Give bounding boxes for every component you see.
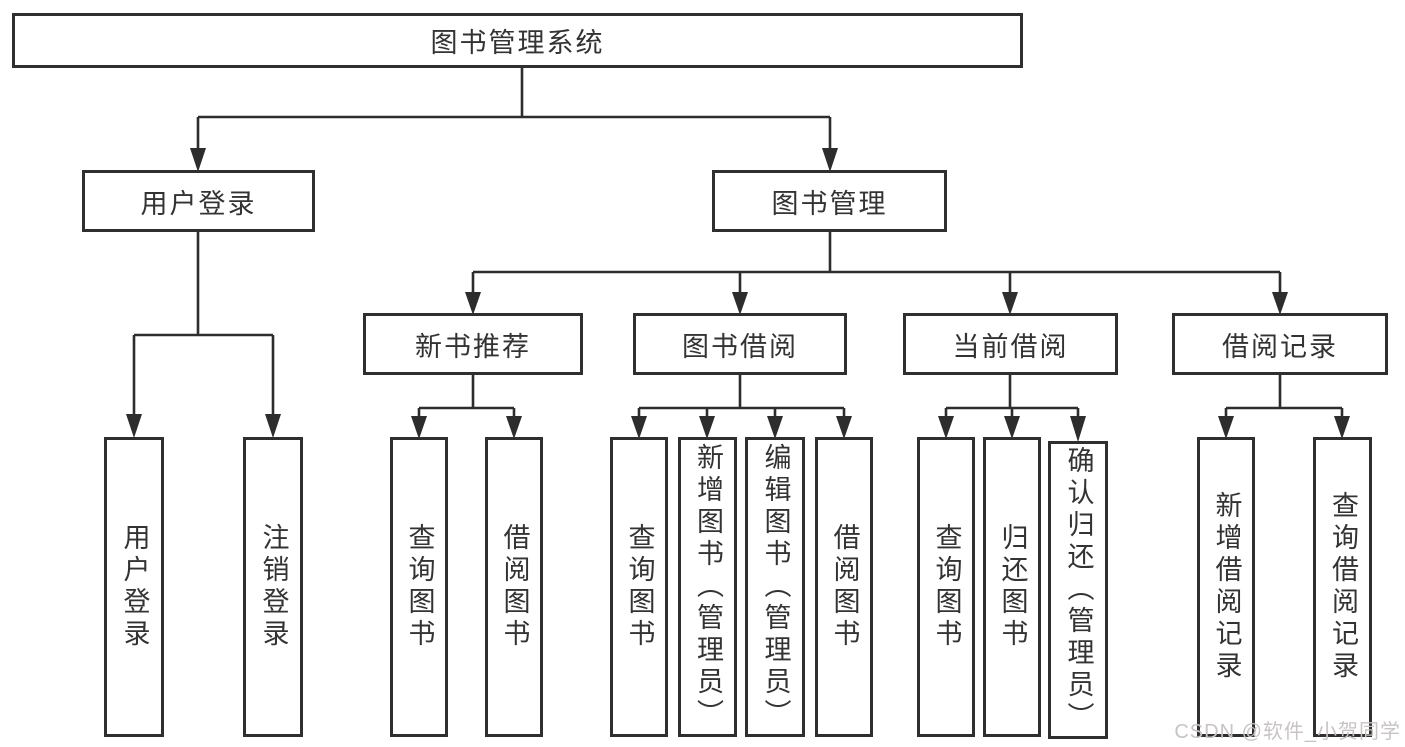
leaf-query-books-current: 查询图书 — [917, 437, 975, 737]
leaf-confirm-return-admin: 确认归还（管理员） — [1048, 441, 1108, 739]
leaf-add-borrow-record: 新增借阅记录 — [1197, 437, 1255, 737]
connector-book-management — [471, 230, 1282, 293]
leaf-user-login: 用户登录 — [104, 437, 164, 737]
leaf-borrow-books-recommend: 借阅图书 — [485, 437, 543, 737]
leaf-borrow-books-borrowing: 借阅图书 — [815, 437, 873, 737]
leaf-add-book-admin: 新增图书（管理员） — [678, 437, 737, 737]
connector-new-book-recommend — [417, 373, 516, 417]
leaf-query-books-recommend: 查询图书 — [390, 437, 448, 737]
arrowheads — [126, 148, 1350, 442]
node-root: 图书管理系统 — [12, 13, 1023, 68]
connector-borrowing-records — [1224, 373, 1344, 417]
leaf-query-borrow-record: 查询借阅记录 — [1313, 437, 1372, 737]
node-new-book-recommend: 新书推荐 — [363, 313, 583, 375]
connector-book-borrowing — [637, 373, 846, 417]
node-user-login: 用户登录 — [82, 170, 315, 232]
leaf-edit-book-admin: 编辑图书（管理员） — [745, 437, 805, 737]
connector-root — [196, 66, 832, 150]
connector-user-login — [132, 230, 275, 415]
leaf-query-books-borrowing: 查询图书 — [610, 437, 668, 737]
leaf-return-books: 归还图书 — [983, 437, 1041, 737]
node-current-borrowing: 当前借阅 — [903, 313, 1118, 375]
csdn-watermark: CSDN @软件_小贺同学 — [1174, 721, 1401, 743]
node-book-management: 图书管理 — [712, 170, 947, 232]
node-borrowing-records: 借阅记录 — [1172, 313, 1388, 375]
leaf-logout-login: 注销登录 — [243, 437, 303, 737]
node-book-borrowing: 图书借阅 — [633, 313, 847, 375]
connector-current-borrowing — [944, 373, 1080, 417]
